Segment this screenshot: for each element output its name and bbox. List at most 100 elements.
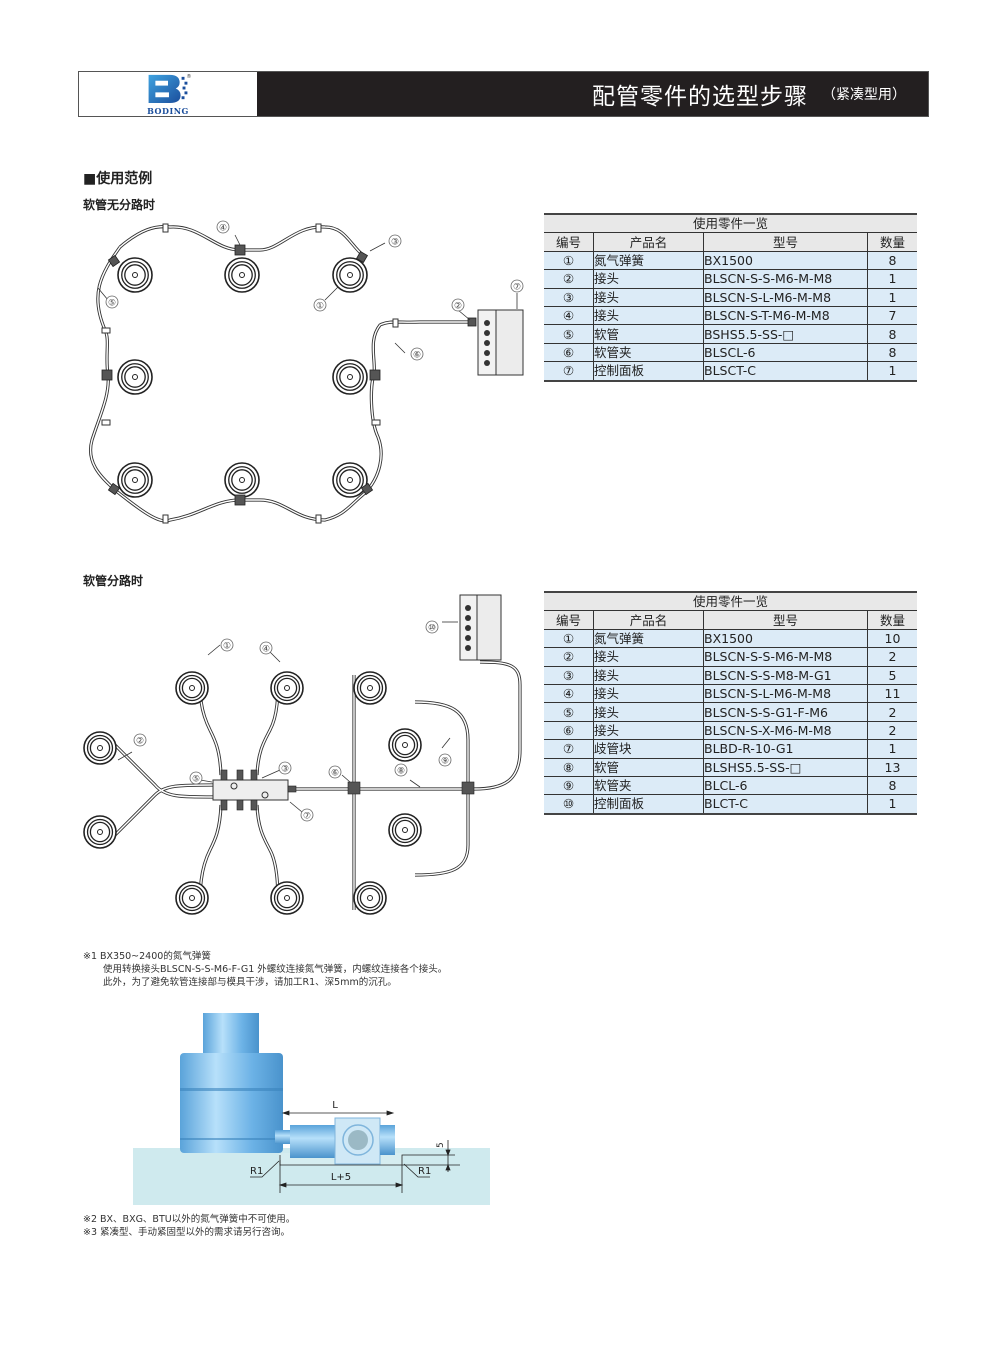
cell-name: 软管 xyxy=(593,324,704,344)
logo-text: BODING xyxy=(147,106,189,116)
tee-connector xyxy=(107,482,121,496)
cell-model: BLSCN-S-S-M6-M-M8 xyxy=(703,647,868,667)
cell-no: ⑤ xyxy=(544,702,594,722)
nitrogen-spring-icon xyxy=(270,671,304,705)
hose-clamp xyxy=(101,327,111,334)
note-1: ※1 BX350~2400的氮气弹簧 使用转换接头BLSCN-S-S-M6-F-… xyxy=(83,950,447,989)
col-header-name: 产品名 xyxy=(593,610,704,630)
example2-title: 软管分路时 xyxy=(83,574,144,588)
table-caption: 使用零件一览 xyxy=(544,591,917,612)
connector xyxy=(287,785,297,793)
cell-no: ⑨ xyxy=(544,775,594,796)
callout-marker: ⑥ xyxy=(328,765,342,779)
cell-name: 接头 xyxy=(593,287,704,307)
nitrogen-spring-icon xyxy=(224,257,260,293)
cell-qty: 1 xyxy=(867,269,917,289)
cell-no: ⑩ xyxy=(544,794,594,815)
cell-qty: 8 xyxy=(867,250,917,271)
hose-line xyxy=(414,701,469,789)
control-panel xyxy=(459,594,502,661)
cell-model: BLSHS5.5-SS-□ xyxy=(703,757,868,777)
cell-model: BLSCL-6 xyxy=(703,342,868,363)
col-header-model: 型号 xyxy=(703,232,868,252)
hose-line xyxy=(109,739,214,798)
cell-qty: 2 xyxy=(867,647,917,667)
page-header: ® BODING 配管零件的选型步骤 （紧凑型用） xyxy=(78,71,929,117)
hose-clamp xyxy=(162,514,169,524)
note-1-title: ※1 BX350~2400的氮气弹簧 xyxy=(83,951,211,962)
cell-qty: 2 xyxy=(867,720,917,741)
nitrogen-spring-icon xyxy=(175,881,209,915)
callout-label: ④ xyxy=(262,645,270,655)
boding-logo-icon: ® xyxy=(148,73,191,104)
cell-no: ③ xyxy=(544,287,594,307)
callout-marker: ⑤ xyxy=(105,295,119,309)
cell-model: BLCL-6 xyxy=(703,775,868,796)
cell-name: 氮气弹簧 xyxy=(593,250,704,271)
callout-label: ③ xyxy=(391,238,399,248)
connector xyxy=(236,799,244,811)
callout-marker: ③ xyxy=(388,234,402,248)
cell-no: ① xyxy=(544,250,594,271)
callout-marker: ⑧ xyxy=(394,763,408,777)
cell-no: ⑤ xyxy=(544,324,594,344)
col-header-model: 型号 xyxy=(703,610,868,630)
nitrogen-spring-icon xyxy=(332,462,368,498)
callout-marker: ⑥ xyxy=(410,347,424,361)
tee-connector xyxy=(234,494,246,506)
callout-marker: ④ xyxy=(259,641,273,655)
callout-marker: ① xyxy=(220,638,234,652)
nitrogen-spring-icon xyxy=(332,359,368,395)
cell-name: 控制面板 xyxy=(593,361,704,382)
cell-name: 歧管块 xyxy=(593,739,704,759)
cell-no: ⑥ xyxy=(544,720,594,741)
tee-connector xyxy=(234,244,246,256)
example1-title: 软管无分路时 xyxy=(83,198,156,212)
title-bar: 配管零件的选型步骤 （紧凑型用） xyxy=(257,72,928,116)
cell-model: BLSCT-C xyxy=(703,361,868,382)
tee-connector xyxy=(360,482,374,496)
callout-label: ⑩ xyxy=(428,624,436,634)
hose-clamp xyxy=(101,419,111,426)
cross-connector xyxy=(347,781,361,795)
cell-no: ⑧ xyxy=(544,757,594,777)
cell-no: ① xyxy=(544,628,594,649)
callout-label: ② xyxy=(136,737,144,747)
cell-name: 软管 xyxy=(593,757,704,777)
hose-clamp xyxy=(162,223,169,233)
callout-label: ④ xyxy=(219,224,227,234)
cell-name: 软管夹 xyxy=(593,342,704,363)
nitrogen-spring-icon xyxy=(353,671,387,705)
callout-marker: ④ xyxy=(216,220,230,234)
hose-clamp xyxy=(392,318,399,328)
page-subtitle: （紧凑型用） xyxy=(822,87,906,103)
col-header-name: 产品名 xyxy=(593,232,704,252)
cell-model: BLSCN-S-X-M6-M-M8 xyxy=(703,720,868,741)
cell-qty: 11 xyxy=(867,683,917,704)
hose-clamp xyxy=(315,223,322,233)
radius-label-right: R1 xyxy=(418,1166,431,1177)
hose-line xyxy=(473,660,522,791)
connector xyxy=(236,769,244,781)
dim-label-l: L xyxy=(332,1100,338,1111)
hose-line xyxy=(414,789,470,877)
callout-marker: ⑤ xyxy=(189,771,203,785)
hose-clamp xyxy=(371,419,381,426)
cell-no: ⑥ xyxy=(544,342,594,363)
cell-name: 接头 xyxy=(593,269,704,289)
cell-model: BLSCN-S-L-M6-M-M8 xyxy=(703,683,868,704)
nitrogen-spring-icon xyxy=(117,462,153,498)
note-3: ※3 紧凑型、手动紧固型以外的需求请另行咨询。 xyxy=(83,1227,291,1238)
callout-marker: ③ xyxy=(278,761,292,775)
callout-label: ② xyxy=(454,302,462,312)
